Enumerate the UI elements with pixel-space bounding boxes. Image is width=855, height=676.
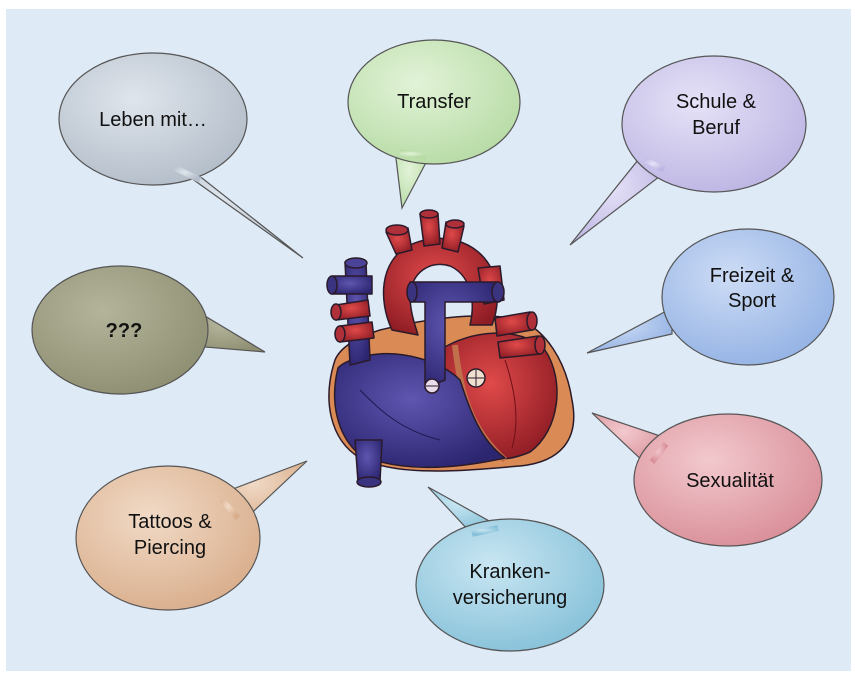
bubble-kranken-line2: versicherung xyxy=(453,587,568,609)
bubble-leben: Leben mit… xyxy=(59,53,303,258)
bubble-leben-label: Leben mit… xyxy=(99,109,207,131)
bubble-transfer-label: Transfer xyxy=(397,91,471,113)
bubble-freizeit: Freizeit & Sport xyxy=(587,229,834,365)
bubble-tattoos-line2: Piercing xyxy=(134,537,206,559)
bubble-tattoos: Tattoos & Piercing xyxy=(76,461,307,610)
heart-anatomy-icon xyxy=(327,210,574,487)
bubble-transfer: Transfer xyxy=(348,40,520,208)
bubble-freizeit-line2: Sport xyxy=(728,290,776,312)
bubble-schule-line1: Schule & xyxy=(676,91,757,113)
bubble-sexualitaet-label: Sexualität xyxy=(686,470,774,492)
bubble-kranken-line1: Kranken- xyxy=(469,561,550,583)
bubble-tattoos-line1: Tattoos & xyxy=(128,511,212,533)
bubble-schule-line2: Beruf xyxy=(692,117,740,139)
bubble-freizeit-line1: Freizeit & xyxy=(710,265,795,287)
bubble-schule: Schule & Beruf xyxy=(570,56,806,245)
bubble-kranken: Kranken- versicherung xyxy=(416,487,604,651)
bubble-unknown: ??? xyxy=(32,266,265,394)
bubble-unknown-label: ??? xyxy=(106,320,143,342)
bubble-sexualitaet: Sexualität xyxy=(592,413,822,546)
